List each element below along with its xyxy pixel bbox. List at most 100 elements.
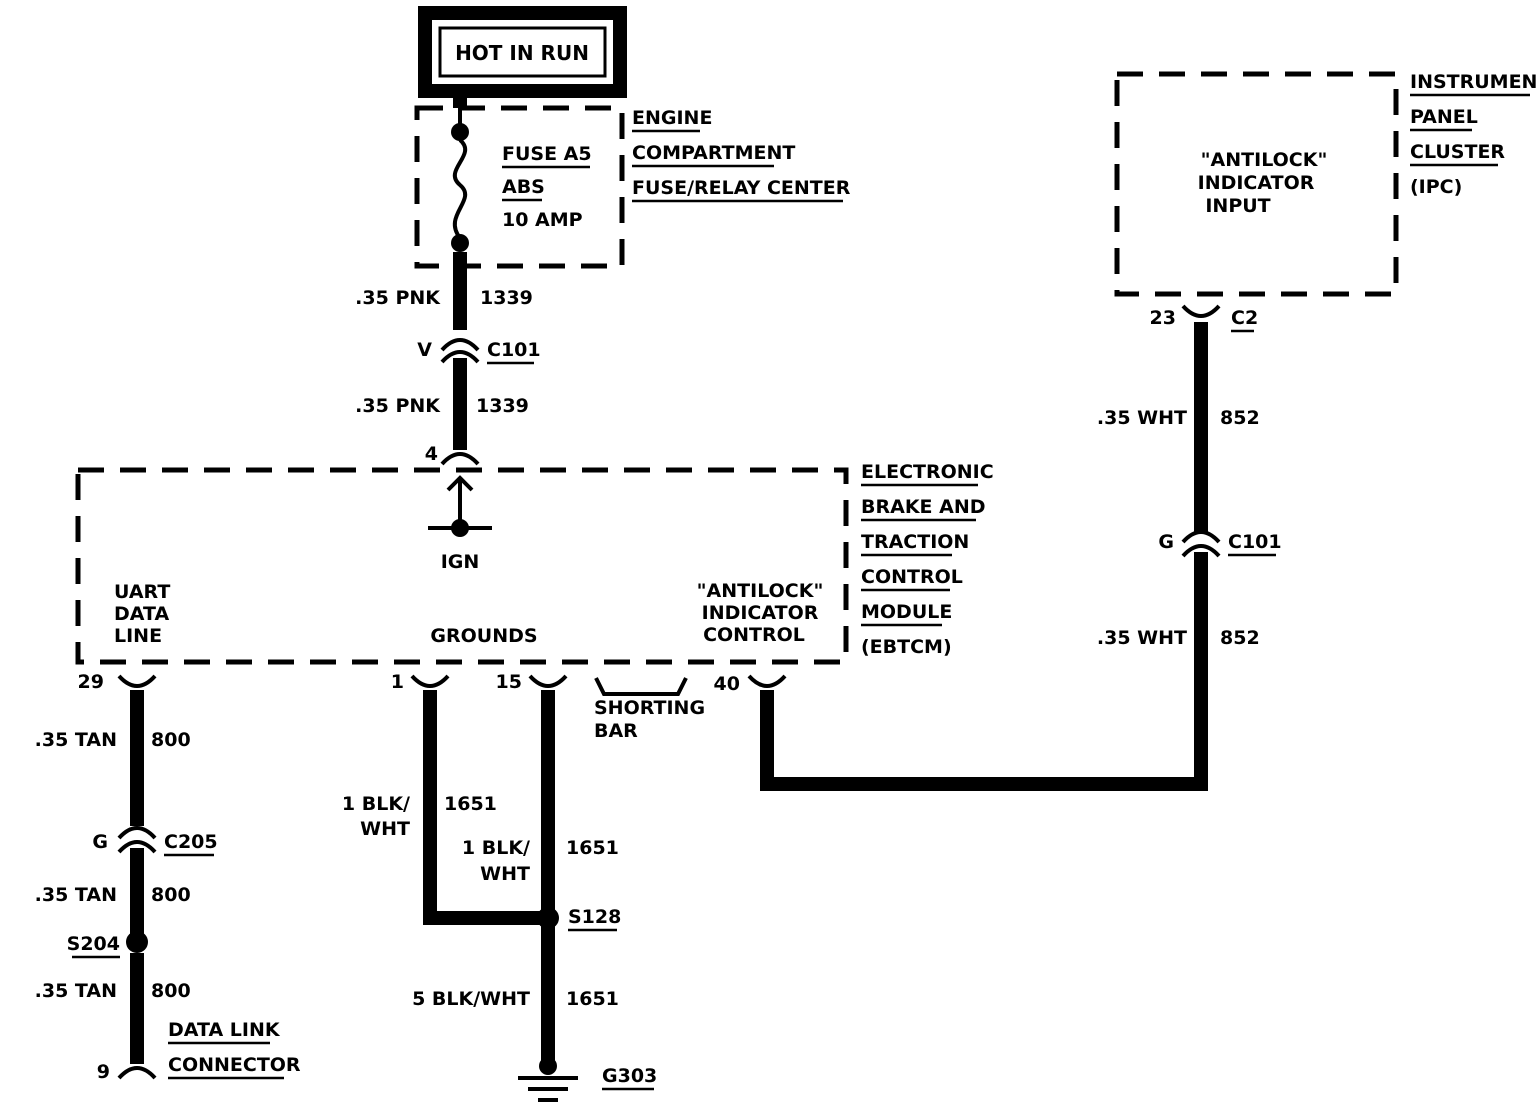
dlc-line-2: CONNECTOR (168, 1054, 301, 1076)
c205-connector-bottom (117, 840, 157, 854)
ebtcm-module: IGN UART DATA LINE GROUNDS "ANTILOCK" IN… (75, 461, 994, 665)
c2-connector (1181, 304, 1221, 318)
s204-label: S204 (67, 933, 120, 955)
tan-2-circuit: 800 (151, 884, 191, 906)
c2-name: C2 (1231, 307, 1258, 329)
c101-pnk-name: C101 (487, 339, 541, 361)
fuse-element (452, 138, 468, 240)
ipc-module: "ANTILOCK" INDICATOR INPUT INSTRUMENT PA… (1114, 71, 1536, 297)
ground-wires: 1 15 1 BLK/ WHT 1651 1 BLK/ WHT 1651 S12… (342, 671, 657, 1102)
tan-2-gauge: .35 TAN (35, 884, 117, 906)
ground-symbol (518, 1076, 578, 1102)
fuse-relay-center: FUSE A5 ABS 10 AMP ENGINE COMPARTMENT FU… (414, 91, 851, 269)
tan-3-circuit: 800 (151, 980, 191, 1002)
s128-label: S128 (568, 906, 621, 928)
g303-label: G303 (602, 1065, 657, 1087)
fuse-name: FUSE A5 (502, 143, 592, 165)
dlc-line-1: DATA LINK (168, 1019, 281, 1041)
blk-right-gauge-1: 1 BLK/ (462, 837, 530, 859)
ebtcm-line-4: CONTROL (861, 566, 963, 588)
fuse-center-line-2: COMPARTMENT (632, 142, 795, 164)
ebtcm-line-1: ELECTRONIC (861, 461, 994, 483)
ipc-line-1: INSTRUMENT (1410, 71, 1536, 93)
fuse-circuit: ABS (502, 176, 545, 198)
blk-main-circuit: 1651 (566, 988, 619, 1010)
c205-name: C205 (164, 831, 218, 853)
c205-pin: G (92, 831, 108, 853)
pin40-connector (747, 674, 787, 688)
hot-in-run-label: HOT IN RUN (455, 41, 589, 65)
shorting-bar-line-2: BAR (594, 720, 638, 742)
c101-wht-connector-top (1181, 530, 1221, 544)
c101-pnk-pin: V (417, 339, 432, 361)
ebtcm-pin4-connector (440, 452, 480, 466)
blk-left-gauge-2: WHT (360, 818, 410, 840)
pnk-upper-gauge: .35 PNK (355, 287, 441, 309)
tan-wire: 29 .35 TAN 800 G C205 .35 TAN 800 S204 .… (35, 671, 301, 1083)
wht-upper-circuit: 852 (1220, 407, 1260, 429)
fuse-center-line-3: FUSE/RELAY CENTER (632, 177, 851, 199)
pin15-connector (528, 674, 568, 688)
pin40-label: 40 (714, 673, 740, 695)
ipc-line-3: CLUSTER (1410, 141, 1505, 163)
c101-pnk-connector-bottom (440, 350, 480, 364)
shorting-bar: SHORTING BAR (594, 677, 705, 742)
blk-left-circuit: 1651 (444, 793, 497, 815)
pnk-wire: .35 PNK 1339 V C101 .35 PNK 1339 4 (355, 252, 541, 466)
ebtcm-pin4-label: 4 (425, 443, 438, 465)
wht-upper-gauge: .35 WHT (1097, 407, 1187, 429)
wht-lower-gauge: .35 WHT (1097, 627, 1187, 649)
uart-line-3: LINE (114, 625, 162, 647)
fuse-terminal-bottom (451, 234, 469, 252)
grounds-label: GROUNDS (430, 625, 537, 647)
antilock-control-line-2: INDICATOR (702, 602, 819, 624)
fuse-terminal-top (451, 123, 469, 141)
blk-right-circuit: 1651 (566, 837, 619, 859)
c101-wht-pin: G (1158, 531, 1174, 553)
blk-right-gauge-2: WHT (480, 863, 530, 885)
ipc-input-line-3: INPUT (1205, 195, 1270, 217)
ebtcm-line-3: TRACTION (861, 531, 969, 553)
blk-main-gauge: 5 BLK/WHT (412, 988, 530, 1010)
antilock-control-line-1: "ANTILOCK" (697, 580, 824, 602)
c2-pin: 23 (1150, 307, 1176, 329)
tan-3-gauge: .35 TAN (35, 980, 117, 1002)
ebtcm-line-6: (EBTCM) (861, 636, 952, 658)
fuse-rating: 10 AMP (502, 209, 583, 231)
blk-left-gauge-1: 1 BLK/ (342, 793, 410, 815)
pnk-lower-gauge: .35 PNK (355, 395, 441, 417)
ebtcm-line-2: BRAKE AND (861, 496, 986, 518)
pin15-label: 15 (496, 671, 522, 693)
pin1-connector (410, 674, 450, 688)
c205-connector-top (117, 826, 157, 840)
ipc-input-line-2: INDICATOR (1198, 172, 1315, 194)
ipc-line-4: (IPC) (1410, 176, 1462, 198)
pin1-label: 1 (391, 671, 404, 693)
tan-1-circuit: 800 (151, 729, 191, 751)
c101-wht-name: C101 (1228, 531, 1282, 553)
c101-pnk-connector-top (440, 338, 480, 352)
tan-1-gauge: .35 TAN (35, 729, 117, 751)
c101-wht-connector-bottom (1181, 544, 1221, 558)
shorting-bar-line-1: SHORTING (594, 697, 705, 719)
dlc-pin: 9 (97, 1061, 110, 1083)
dlc-connector (117, 1066, 157, 1080)
ebtcm-line-5: MODULE (861, 601, 952, 623)
antilock-control-line-3: CONTROL (703, 624, 805, 646)
ign-label: IGN (441, 551, 480, 573)
wht-wire: 23 C2 .35 WHT 852 G C101 .35 WHT 852 40 (714, 304, 1282, 791)
fuse-center-line-1: ENGINE (632, 107, 712, 129)
ipc-input-line-1: "ANTILOCK" (1201, 149, 1328, 171)
pnk-lower-circuit: 1339 (476, 395, 529, 417)
pnk-upper-circuit: 1339 (480, 287, 533, 309)
pin29-label: 29 (78, 671, 104, 693)
uart-line-2: DATA (114, 603, 169, 625)
s204-splice (126, 931, 148, 953)
s128-splice (537, 907, 559, 929)
wht-lower-circuit: 852 (1220, 627, 1260, 649)
ipc-line-2: PANEL (1410, 106, 1478, 128)
hot-in-run-box: HOT IN RUN (418, 6, 627, 98)
uart-line-1: UART (114, 581, 170, 603)
pin29-connector (117, 674, 157, 688)
